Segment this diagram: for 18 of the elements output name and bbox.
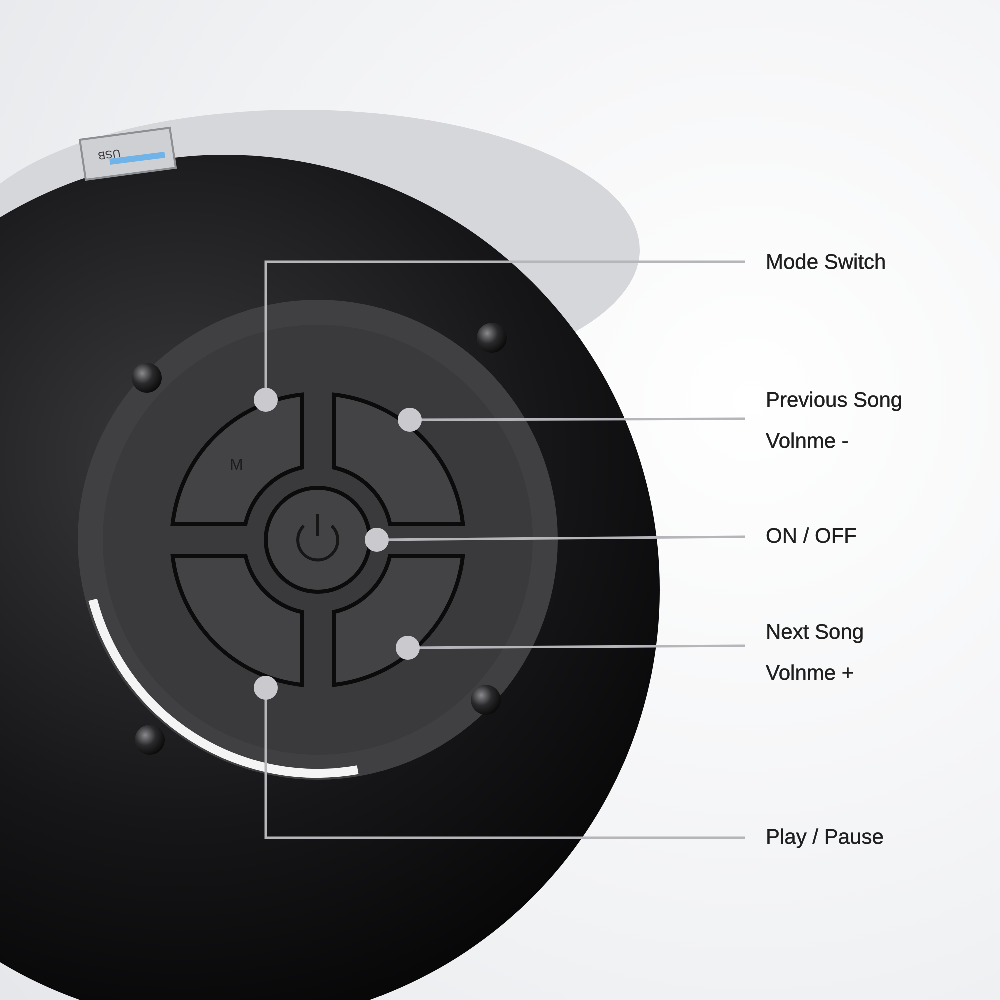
- leader-line: [254, 260, 745, 412]
- control-button: [170, 554, 304, 688]
- leader-line: [254, 676, 745, 840]
- callout-text: Previous Song: [766, 388, 903, 414]
- leader-line: [365, 528, 745, 552]
- power-button: [264, 486, 372, 594]
- callout-text: Play / Pause: [766, 825, 884, 851]
- callout-text: Next Song: [766, 620, 864, 646]
- callout-text: ON / OFF: [766, 524, 857, 550]
- callout-text: Volnme +: [766, 661, 856, 687]
- leader-line: [396, 636, 745, 660]
- control-button: [170, 392, 304, 526]
- port-label: USB: [97, 146, 122, 161]
- leader-line: [398, 408, 745, 432]
- callout-text: Mode Switch: [766, 250, 886, 276]
- callout-text: Volnme -: [766, 429, 850, 455]
- control-button: [332, 554, 466, 688]
- control-button: [332, 392, 466, 526]
